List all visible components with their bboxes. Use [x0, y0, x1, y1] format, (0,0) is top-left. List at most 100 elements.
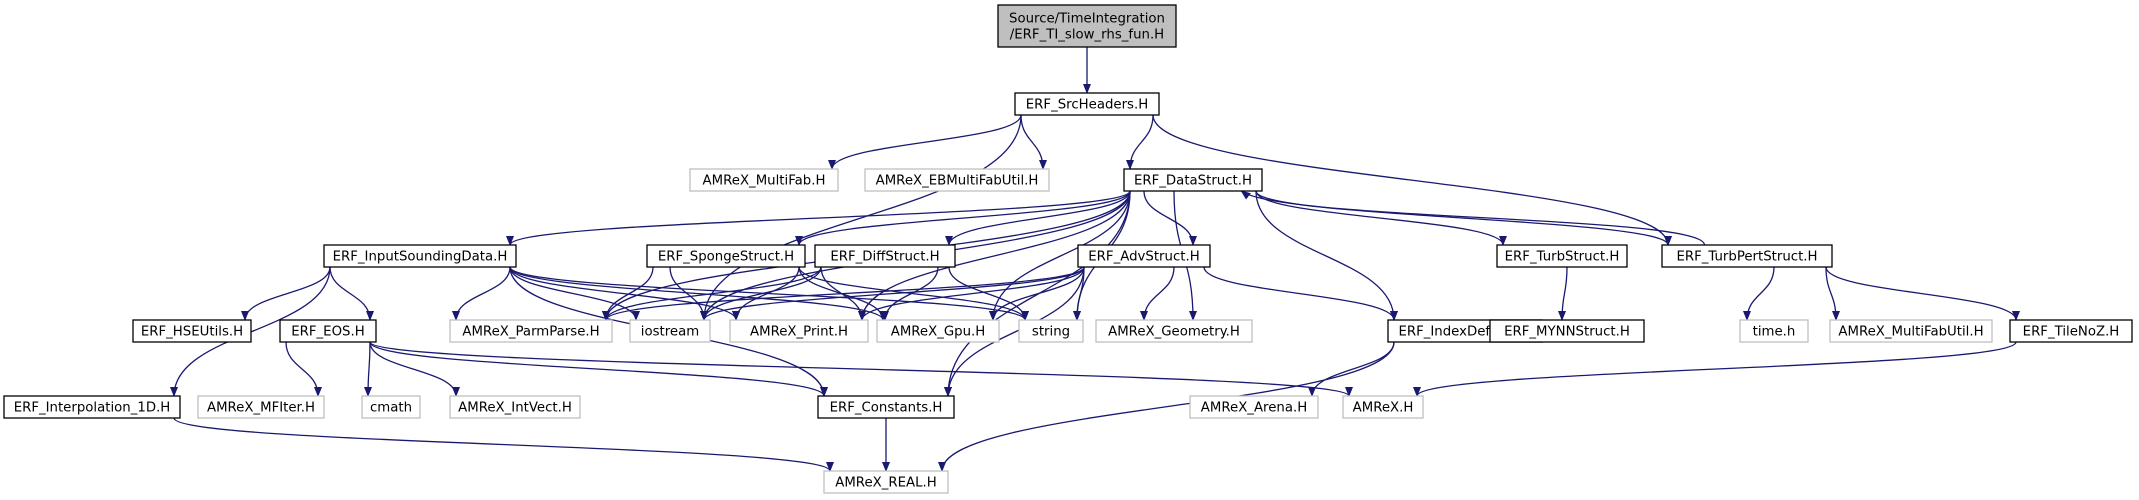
node-adv[interactable]: ERF_AdvStruct.H [1077, 244, 1211, 268]
edge-adv-to-constants [944, 266, 1085, 397]
edge-datastruct-to-adv [1143, 190, 1197, 246]
node-real: AMReX_REAL.H [823, 470, 949, 494]
node-interp1d[interactable]: ERF_Interpolation_1D.H [3, 395, 181, 419]
node-box [1489, 319, 1645, 343]
node-datastruct[interactable]: ERF_DataStruct.H [1123, 168, 1263, 192]
node-turb[interactable]: ERF_TurbStruct.H [1496, 244, 1628, 268]
node-parmparse: AMReX_ParmParse.H [449, 319, 613, 343]
node-label: ERF_TileNoZ.H [2023, 325, 2120, 340]
edge-eos-to-constants [369, 341, 828, 397]
node-label: AMReX_IntVect.H [458, 401, 572, 416]
node-inputsounding[interactable]: ERF_InputSoundingData.H [323, 244, 517, 268]
node-sponge[interactable]: ERF_SpongeStruct.H [646, 244, 806, 268]
node-label: ERF_TurbPertStruct.H [1676, 250, 1817, 265]
edge-datastruct-to-inputsounding [506, 190, 1131, 246]
edge-adv-to-indexdefines [1203, 266, 1398, 321]
node-box [361, 395, 421, 419]
edge-indexdefines-to-arena [1308, 341, 1395, 397]
edge-inputsounding-to-print [509, 266, 740, 321]
node-box [629, 319, 711, 343]
edge-diff-to-gpu [881, 266, 939, 321]
node-box [864, 168, 1050, 192]
node-hseutils[interactable]: ERF_HSEUtils.H [132, 319, 252, 343]
node-amrexh: AMReX.H [1342, 395, 1424, 419]
node-multifab: AMReX_MultiFab.H [689, 168, 839, 192]
node-box [2009, 319, 2133, 343]
edge-inputsounding-to-hseutils [241, 266, 331, 321]
node-eos[interactable]: ERF_EOS.H [279, 319, 377, 343]
node-string: string [1018, 319, 1084, 343]
node-tilenoz[interactable]: ERF_TileNoZ.H [2009, 319, 2133, 343]
node-label: ERF_SrcHeaders.H [1026, 98, 1148, 113]
node-box [814, 244, 956, 268]
edge-adv-to-print [858, 266, 1085, 321]
edge-tilenoz-to-amrexh [1413, 341, 2017, 397]
node-label: AMReX_Geometry.H [1108, 325, 1240, 340]
node-label: ERF_Interpolation_1D.H [14, 401, 171, 416]
node-mynn[interactable]: ERF_MYNNStruct.H [1489, 319, 1645, 343]
edge-diff-to-iostream [700, 266, 822, 321]
node-label: AMReX_Print.H [750, 325, 848, 340]
edge-datastruct-to-indexdefines [1255, 190, 1398, 321]
edge-adv-to-geometry [1140, 266, 1175, 321]
node-intvect: AMReX_IntVect.H [449, 395, 581, 419]
edge-datastruct-to-sponge [795, 190, 1131, 246]
edge-datastruct-to-diff [945, 190, 1131, 246]
node-timeh: time.h [1739, 319, 1809, 343]
node-diff[interactable]: ERF_DiffStruct.H [814, 244, 956, 268]
node-box [1018, 319, 1084, 343]
node-box [1342, 395, 1424, 419]
edge-srcheaders-to-iostream [700, 114, 1022, 321]
node-box [279, 319, 377, 343]
node-label: ERF_DiffStruct.H [830, 250, 939, 265]
node-box [1829, 319, 1993, 343]
node-box [876, 319, 1000, 343]
node-label: AMReX_MultiFabUtil.H [1838, 325, 1983, 340]
node-box [1661, 244, 1833, 268]
node-label: iostream [641, 325, 699, 340]
edge-srcheaders-to-multifab [828, 114, 1022, 170]
edge-adv-to-parmparse [602, 266, 1085, 321]
node-label: string [1032, 325, 1070, 340]
node-box [449, 319, 613, 343]
node-iostream: iostream [629, 319, 711, 343]
node-ebmultifabutil: AMReX_EBMultiFabUtil.H [864, 168, 1050, 192]
edge-diff-to-string [948, 266, 1029, 321]
edge-turbpert-to-timeh [1743, 266, 1775, 321]
node-box [997, 4, 1177, 48]
nodes-layer: Source/TimeIntegration/ERF_TI_slow_rhs_f… [3, 4, 2133, 494]
edge-turbpert-to-datastruct [1240, 190, 1706, 246]
edge-inputsounding-to-interp1d [170, 266, 331, 397]
node-label: ERF_HSEUtils.H [141, 325, 243, 340]
node-constants[interactable]: ERF_Constants.H [817, 395, 955, 419]
node-box [729, 319, 869, 343]
edge-inputsounding-to-parmparse [452, 266, 511, 321]
edge-turb-to-mynn [1558, 266, 1568, 321]
node-box [1014, 92, 1160, 116]
edge-datastruct-to-print [858, 190, 1131, 321]
edge-eos-to-cmath [364, 341, 373, 397]
node-cmath: cmath [361, 395, 421, 419]
node-label: AMReX_Arena.H [1201, 401, 1307, 416]
node-root[interactable]: Source/TimeIntegration/ERF_TI_slow_rhs_f… [997, 4, 1177, 48]
node-label: ERF_AdvStruct.H [1088, 250, 1199, 265]
edge-inputsounding-to-gpu [509, 266, 887, 321]
node-label: /ERF_TI_slow_rhs_fun.H [1010, 28, 1164, 43]
edge-eos-to-amrexh [369, 341, 1353, 397]
node-box [1189, 395, 1319, 419]
node-box [449, 395, 581, 419]
node-srcheaders[interactable]: ERF_SrcHeaders.H [1014, 92, 1160, 116]
node-gpu: AMReX_Gpu.H [876, 319, 1000, 343]
node-box [1739, 319, 1809, 343]
node-box [689, 168, 839, 192]
node-box [132, 319, 252, 343]
node-label: AMReX_MultiFab.H [703, 174, 826, 189]
edge-srcheaders-to-turbpert [1152, 114, 1672, 246]
node-label: time.h [1753, 325, 1796, 340]
node-label: AMReX_EBMultiFabUtil.H [876, 174, 1039, 189]
node-box [817, 395, 955, 419]
node-turbpert[interactable]: ERF_TurbPertStruct.H [1661, 244, 1833, 268]
edge-datastruct-to-turbpert [1255, 190, 1672, 246]
edge-adv-to-gpu [989, 266, 1085, 321]
